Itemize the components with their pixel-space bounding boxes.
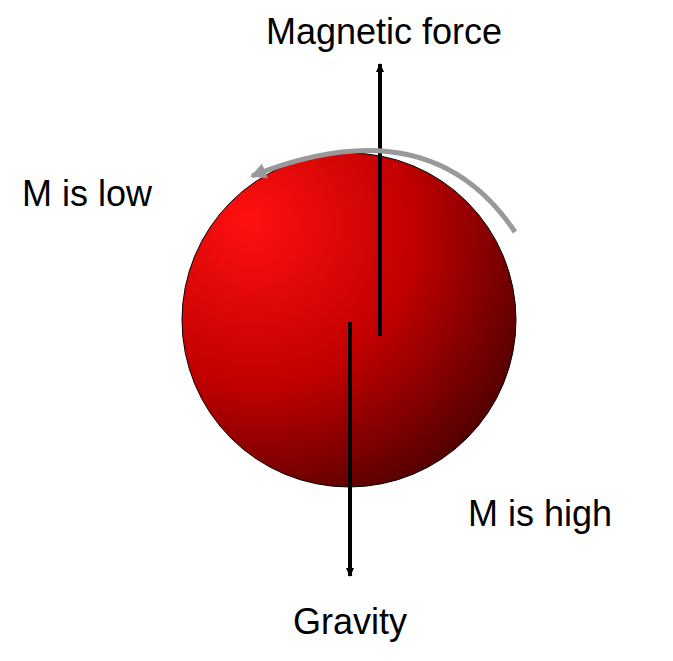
magnetic-force-arrow [378, 64, 382, 336]
rotation-arrow [252, 151, 515, 232]
force-label: Magnetic force [266, 10, 502, 53]
region-label: M is low [22, 172, 152, 215]
gravity-arrow [348, 322, 352, 576]
force-label: Gravity [293, 600, 407, 643]
region-label: M is high [468, 492, 612, 535]
